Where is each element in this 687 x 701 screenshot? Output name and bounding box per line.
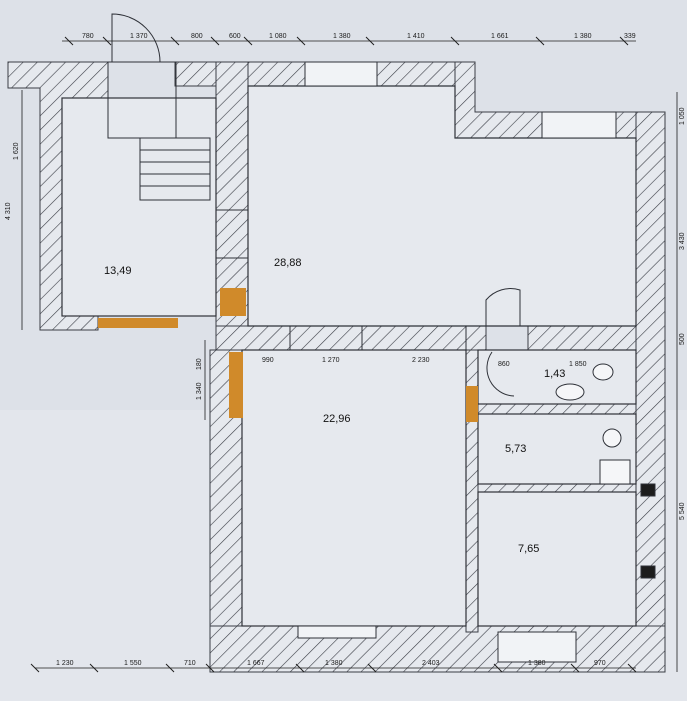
room-a-area: 13,49 — [104, 265, 132, 277]
bath-fixtures — [555, 363, 631, 485]
dim-bottom-6: 2 403 — [422, 660, 440, 667]
dim-top-6: 1 380 — [333, 33, 351, 40]
dim-top-4: 600 — [229, 33, 241, 40]
staircase — [107, 61, 216, 201]
room-c-area: 22,96 — [323, 413, 351, 425]
dim-bottom-7: 1 380 — [528, 660, 546, 667]
dim-right-3: 500 — [679, 333, 686, 345]
dim-inner-3: 2 230 — [412, 357, 430, 364]
room-d-area: 1,43 — [544, 368, 565, 380]
dim-top-3: 800 — [191, 33, 203, 40]
room-b-area: 28,88 — [274, 257, 302, 269]
room-f-area: 7,65 — [518, 543, 539, 555]
room-e-area: 5,73 — [505, 443, 526, 455]
dim-left-2: 4 310 — [5, 202, 12, 220]
dim-inner-5: 1 850 — [569, 361, 587, 368]
room-outlines — [61, 85, 637, 627]
dim-top-7: 1 410 — [407, 33, 425, 40]
new-openings — [98, 288, 478, 422]
windows — [297, 61, 656, 663]
dimension-ticks — [30, 36, 637, 673]
dim-bottom-2: 1 550 — [124, 660, 142, 667]
dim-bottom-1: 1 230 — [56, 660, 74, 667]
dim-bottom-4: 1 667 — [247, 660, 265, 667]
room-b-floor — [248, 86, 455, 326]
dim-top-10: 339 — [624, 33, 636, 40]
door-swing-bath — [486, 351, 515, 397]
dim-left-4: 1 340 — [196, 382, 203, 400]
walls — [7, 61, 666, 673]
shower-icon — [599, 459, 631, 485]
dim-top-1: 780 — [82, 33, 94, 40]
dim-bottom-8: 970 — [594, 660, 606, 667]
dim-bottom-5: 1 380 — [325, 660, 343, 667]
wall-bath-bottom — [477, 403, 637, 415]
wall-small-room-bottom — [477, 483, 637, 493]
room-f-floor — [478, 492, 636, 626]
drain-icon — [602, 428, 622, 448]
wall-under-big-room — [215, 325, 487, 351]
toilet-icon — [592, 363, 614, 381]
room-a-floor — [62, 98, 216, 316]
dim-top-5: 1 080 — [269, 33, 287, 40]
dim-right-1: 1 050 — [679, 107, 686, 125]
dim-inner-4: 860 — [498, 361, 510, 368]
dim-right-4: 5 540 — [679, 502, 686, 520]
wall-right-outer — [635, 111, 666, 673]
sink-icon — [555, 383, 585, 401]
dimension-lines — [21, 40, 678, 672]
dim-bottom-3: 710 — [184, 660, 196, 667]
dim-top-9: 1 380 — [574, 33, 592, 40]
dim-right-2: 3 430 — [679, 232, 686, 250]
dim-inner-1: 990 — [262, 357, 274, 364]
door-swing-big-room — [485, 288, 521, 326]
room-b-floor-right — [455, 138, 636, 326]
wall-under-big-room-right — [527, 325, 637, 351]
dim-top-2: 1 370 — [130, 33, 148, 40]
room-c-floor — [242, 350, 466, 626]
dim-left-1: 1 620 — [13, 142, 20, 160]
dim-top-8: 1 661 — [491, 33, 509, 40]
dim-inner-2: 1 270 — [322, 357, 340, 364]
entrance-door-swing — [111, 13, 161, 63]
dim-left-3: 180 — [196, 358, 203, 370]
